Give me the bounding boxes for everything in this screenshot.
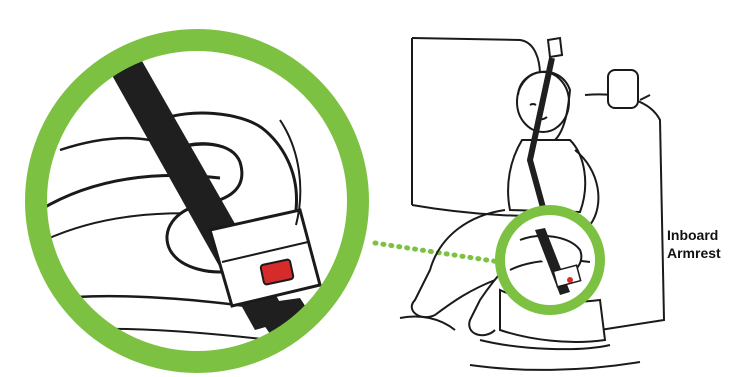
inboard-armrest-label: Inboard Armrest — [667, 226, 721, 262]
child-in-car-scene — [400, 38, 664, 370]
magnified-detail — [30, 35, 370, 377]
small-zoom-detail — [500, 210, 600, 310]
callout-line-1: Inboard — [667, 226, 721, 244]
callout-line-2: Armrest — [667, 244, 721, 262]
